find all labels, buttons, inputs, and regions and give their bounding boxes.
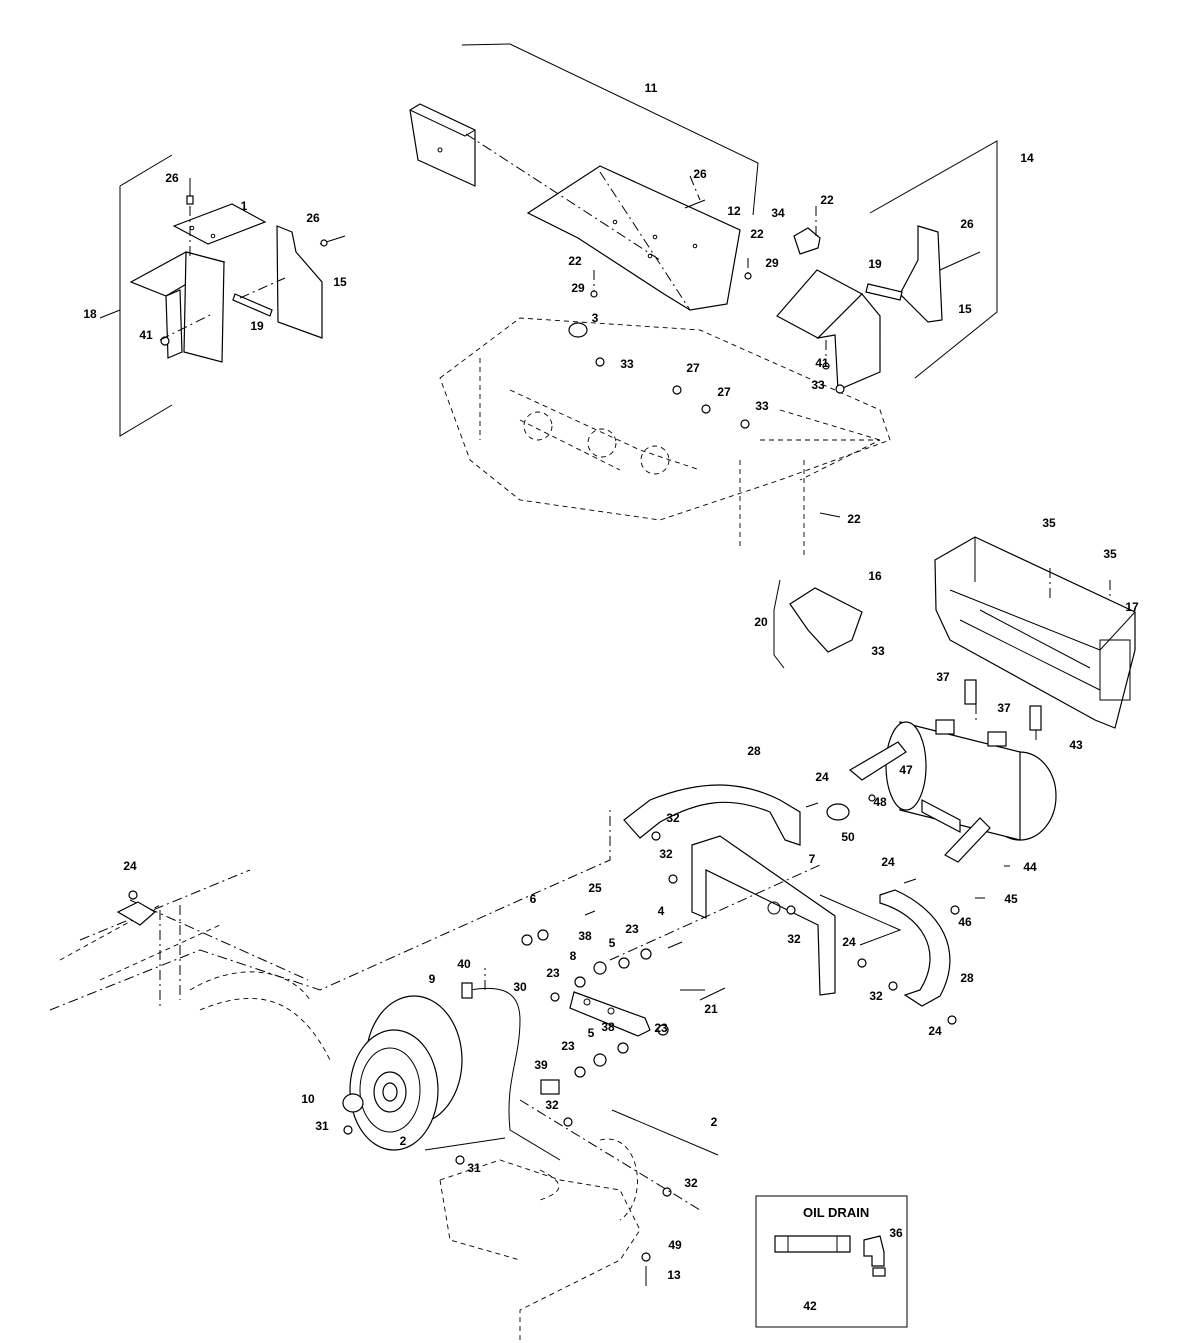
callout-22: 22 <box>820 193 834 207</box>
callout-50: 50 <box>841 830 855 844</box>
callout-4: 4 <box>658 904 665 918</box>
callout-12: 12 <box>727 204 741 218</box>
callout-40: 40 <box>457 957 471 971</box>
callout-24: 24 <box>842 935 856 949</box>
callout-32: 32 <box>787 932 801 946</box>
callout-46: 46 <box>958 915 972 929</box>
callout-7: 7 <box>809 852 816 866</box>
callout-36: 36 <box>889 1226 903 1240</box>
callout-29: 29 <box>765 256 779 270</box>
callout-17: 17 <box>1125 600 1139 614</box>
top-center-assembly <box>409 43 998 555</box>
callout-30: 30 <box>513 980 527 994</box>
callout-24: 24 <box>123 859 137 873</box>
callout-10: 10 <box>301 1092 315 1106</box>
callout-47: 47 <box>899 763 913 777</box>
callout-35: 35 <box>1042 516 1056 530</box>
callout-8: 8 <box>570 949 577 963</box>
callout-23: 23 <box>546 966 560 980</box>
callout-25: 25 <box>588 881 602 895</box>
callout-28: 28 <box>960 971 974 985</box>
callout-32: 32 <box>684 1176 698 1190</box>
callout-24: 24 <box>881 855 895 869</box>
callout-35: 35 <box>1103 547 1117 561</box>
callout-19: 19 <box>868 257 882 271</box>
callout-33: 33 <box>871 644 885 658</box>
callout-19: 19 <box>250 319 264 333</box>
oil-drain-title: OIL DRAIN <box>803 1205 869 1220</box>
callout-26: 26 <box>165 171 179 185</box>
callout-23: 23 <box>654 1021 668 1035</box>
muffler-group <box>773 536 1136 915</box>
callout-33: 33 <box>620 357 634 371</box>
callout-18: 18 <box>83 307 97 321</box>
callout-21: 21 <box>704 1002 718 1016</box>
callout-20: 20 <box>754 615 768 629</box>
callout-43: 43 <box>1069 738 1083 752</box>
callout-38: 38 <box>578 929 592 943</box>
callout-32: 32 <box>545 1098 559 1112</box>
callout-15: 15 <box>958 302 972 316</box>
callout-39: 39 <box>534 1058 548 1072</box>
callout-23: 23 <box>625 922 639 936</box>
callout-24: 24 <box>815 770 829 784</box>
callout-3: 3 <box>592 311 599 325</box>
group-18-bracket-assembly <box>99 154 346 437</box>
callout-27: 27 <box>686 361 700 375</box>
callout-6: 6 <box>530 892 537 906</box>
callout-5: 5 <box>609 936 616 950</box>
callout-33: 33 <box>755 399 769 413</box>
callout-26: 26 <box>306 211 320 225</box>
callout-41: 41 <box>139 328 153 342</box>
callout-41: 41 <box>815 356 829 370</box>
callout-44: 44 <box>1023 860 1037 874</box>
callout-29: 29 <box>571 281 585 295</box>
callout-34: 34 <box>771 206 785 220</box>
callout-16: 16 <box>868 569 882 583</box>
callout-2: 2 <box>400 1134 407 1148</box>
callout-2: 2 <box>711 1115 718 1129</box>
mounting-brackets <box>623 784 957 1025</box>
callout-32: 32 <box>666 811 680 825</box>
callout-48: 48 <box>873 795 887 809</box>
callout-28: 28 <box>747 744 761 758</box>
callout-labels: 1262615181941112612222922293422142619153… <box>83 81 1139 1313</box>
callout-33: 33 <box>811 378 825 392</box>
callout-1: 1 <box>241 199 248 213</box>
callout-14: 14 <box>1020 151 1034 165</box>
callout-31: 31 <box>467 1161 481 1175</box>
callout-23: 23 <box>561 1039 575 1053</box>
callout-38: 38 <box>601 1020 615 1034</box>
callout-9: 9 <box>429 972 436 986</box>
callout-45: 45 <box>1004 892 1018 906</box>
callout-22: 22 <box>847 512 861 526</box>
callout-15: 15 <box>333 275 347 289</box>
callout-32: 32 <box>869 989 883 1003</box>
frame-and-clutch <box>49 810 821 1340</box>
callout-22: 22 <box>568 254 582 268</box>
callout-42: 42 <box>803 1299 817 1313</box>
callout-31: 31 <box>315 1119 329 1133</box>
callout-32: 32 <box>659 847 673 861</box>
callout-26: 26 <box>960 217 974 231</box>
callout-27: 27 <box>717 385 731 399</box>
callout-49: 49 <box>668 1238 682 1252</box>
oil-drain-inset: OIL DRAIN <box>755 1195 908 1328</box>
callout-26: 26 <box>693 167 707 181</box>
callout-11: 11 <box>645 81 658 95</box>
callout-13: 13 <box>667 1268 681 1282</box>
callout-22: 22 <box>750 227 764 241</box>
callout-5: 5 <box>588 1026 595 1040</box>
callout-24: 24 <box>928 1024 942 1038</box>
callout-37: 37 <box>936 670 950 684</box>
callout-37: 37 <box>997 701 1011 715</box>
